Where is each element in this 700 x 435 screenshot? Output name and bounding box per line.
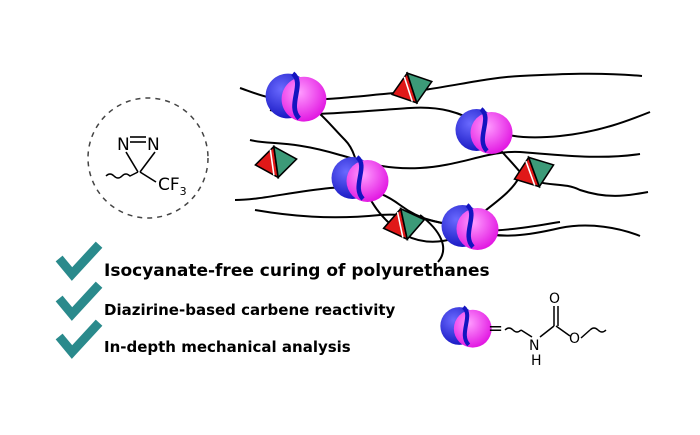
legend-oxygen-right: O bbox=[569, 331, 580, 347]
polymer-chain bbox=[481, 129, 649, 197]
legend-nitrogen: N bbox=[529, 338, 539, 354]
legend-oxygen-top: O bbox=[549, 291, 560, 307]
diazirine-structure: N N CF3 bbox=[87, 97, 209, 219]
legend-equals: = bbox=[488, 318, 503, 339]
diazirine-n-left: N bbox=[117, 135, 130, 155]
diazirine-n-right: N bbox=[147, 135, 160, 155]
urethane-icon bbox=[266, 74, 327, 122]
diazirine-cf3: CF3 bbox=[158, 175, 187, 198]
bullet-item: Diazirine-based carbene reactivity bbox=[55, 281, 396, 321]
bullet-item: Isocyanate-free curing of polyurethanes bbox=[55, 241, 490, 281]
bullet-text: In-depth mechanical analysis bbox=[104, 338, 351, 356]
crosslink-icon bbox=[386, 65, 438, 111]
check-icon bbox=[55, 319, 103, 359]
urethane-icon bbox=[442, 205, 499, 250]
dashed-circle bbox=[87, 97, 209, 219]
urethane-icon bbox=[440, 307, 491, 348]
bullet-item: In-depth mechanical analysis bbox=[55, 319, 351, 359]
crosslink-icon bbox=[252, 142, 300, 182]
check-icon bbox=[55, 241, 103, 281]
legend-hydrogen: H bbox=[531, 353, 542, 369]
crosslink-icon bbox=[508, 149, 560, 195]
bullet-list: Isocyanate-free curing of polyurethanes … bbox=[55, 241, 490, 359]
polymer-chain bbox=[471, 224, 641, 237]
urethane-icon bbox=[332, 157, 389, 202]
legend: = N H O O bbox=[440, 291, 607, 369]
bullet-text: Diazirine-based carbene reactivity bbox=[104, 301, 396, 319]
bullet-text: Isocyanate-free curing of polyurethanes bbox=[104, 261, 490, 281]
urethane-icon bbox=[456, 109, 513, 154]
check-icon bbox=[55, 281, 103, 321]
polymer-chain bbox=[249, 139, 641, 170]
crosslink-icon bbox=[379, 203, 429, 245]
